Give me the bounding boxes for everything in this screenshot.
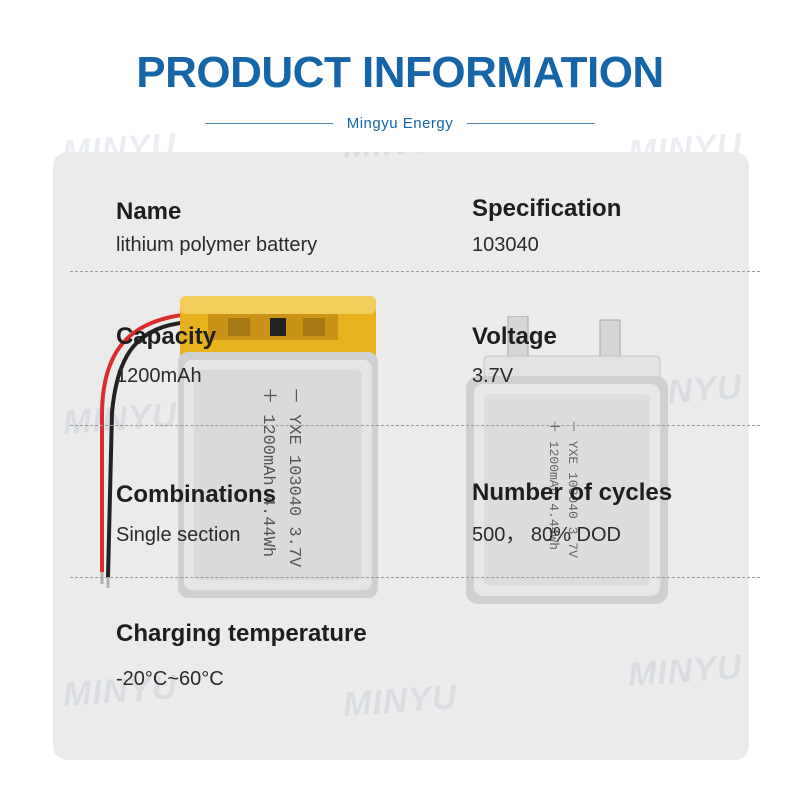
name-label: Name (116, 198, 182, 225)
specification-label: Specification (472, 195, 622, 222)
subtitle-left-line (205, 122, 333, 124)
battery-print-line1: － YXE 103040 3.7V (284, 387, 303, 568)
capacity-label: Capacity (116, 323, 217, 350)
watermark-logo: MINYU (626, 648, 744, 694)
battery-print-line2: ＋ 1200mAh 4.44Wh (258, 387, 277, 557)
specification-value: 103040 (472, 234, 539, 256)
page-title: PRODUCT INFORMATION (136, 48, 664, 97)
brand-subtitle: Mingyu Energy (346, 114, 454, 132)
charging-temperature-label: Charging temperature (116, 620, 367, 647)
capacity-value: 1200mAh (116, 365, 202, 387)
battery-image-with-tabs: － YXE 103040 3.7V ＋ 1200mAh 4.44Wh (466, 316, 668, 604)
section-divider (70, 425, 760, 426)
name-value: lithium polymer battery (116, 234, 318, 256)
section-divider (70, 271, 760, 272)
voltage-label: Voltage (472, 323, 557, 350)
charging-temperature-value: -20°C~60°C (116, 668, 224, 690)
battery-print-line1-small: － YXE 103040 3.7V (565, 420, 580, 558)
voltage-value: 3.7V (472, 365, 514, 387)
battery-image-with-wires: － YXE 103040 3.7V ＋ 1200mAh 4.44Wh (100, 296, 378, 598)
watermark-logo: MINYU (341, 678, 459, 724)
cycles-value: 500， 80% DOD (472, 524, 621, 546)
section-divider (70, 577, 760, 578)
combinations-label: Combinations (116, 481, 276, 508)
subtitle-right-line (467, 122, 595, 124)
cycles-label: Number of cycles (472, 479, 673, 506)
combinations-value: Single section (116, 524, 241, 546)
battery-print-line2-small: ＋ 1200mAh 4.44Wh (546, 420, 561, 550)
brand-subtitle-row: Mingyu Energy (205, 112, 595, 134)
watermark-logo: MINYU (342, 152, 459, 167)
